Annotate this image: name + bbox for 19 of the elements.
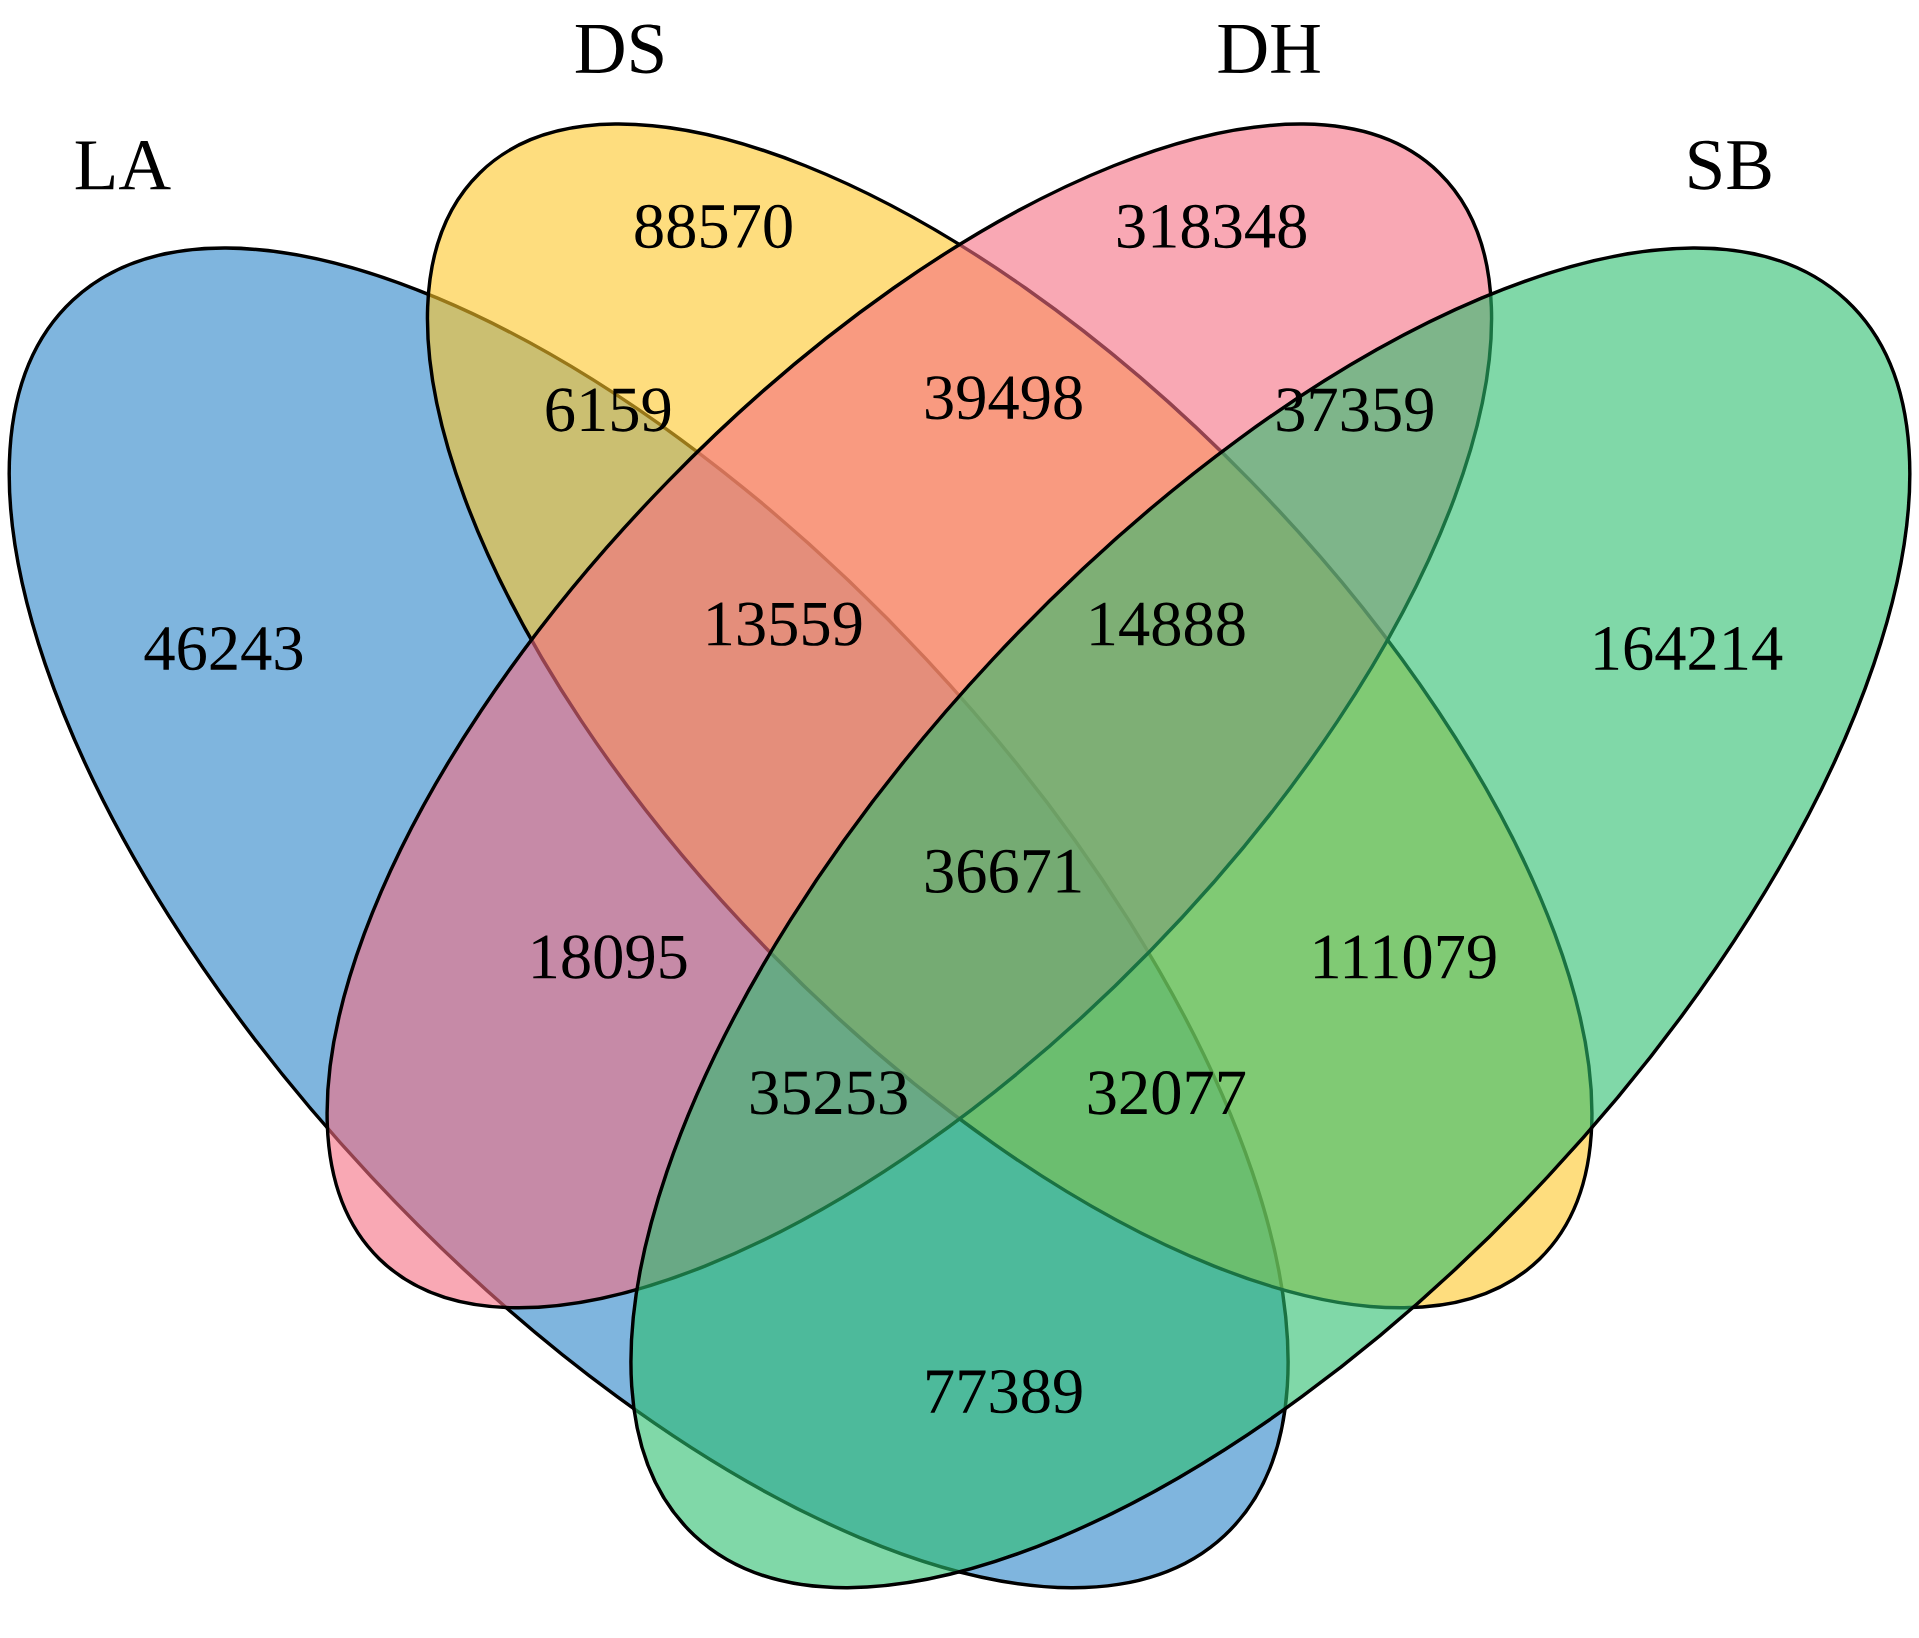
region-count: 164214 <box>1595 627 1783 671</box>
region-count: 318348 <box>1117 204 1306 249</box>
set-label: LA <box>75 141 171 190</box>
region-count: 36671 <box>926 849 1081 894</box>
set-label: SB <box>1689 140 1771 190</box>
region-count: 35253 <box>751 1071 907 1115</box>
set-label: DS <box>575 24 663 74</box>
region-count: 88570 <box>635 204 792 249</box>
region-count: 14888 <box>1091 602 1245 647</box>
region-count: 6159 <box>546 388 671 432</box>
region-count: 77389 <box>927 1370 1082 1414</box>
region-count: 32077 <box>1088 1071 1246 1115</box>
region-count: 111079 <box>1315 935 1496 980</box>
set-label: DH <box>1218 25 1320 74</box>
region-count: 18095 <box>533 935 687 980</box>
region-count: 37359 <box>1277 388 1433 432</box>
region-count: 39498 <box>926 376 1082 420</box>
region-count: 46243 <box>144 627 303 671</box>
region-count: 13559 <box>708 602 862 647</box>
